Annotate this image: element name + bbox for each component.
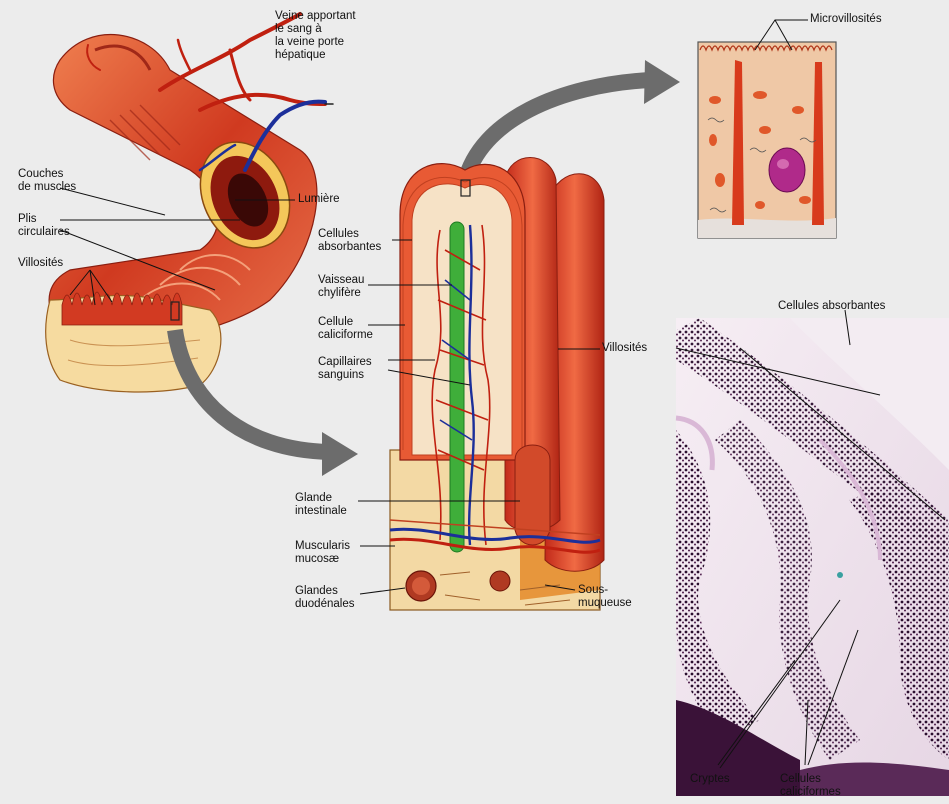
label-couches-muscles: Couches de muscles [18, 168, 76, 194]
cell-detail [698, 42, 836, 238]
arrow-to-cell [465, 60, 680, 182]
villus-section [390, 158, 604, 611]
label-cellules-absorbantes-right: Cellules absorbantes [778, 300, 885, 313]
label-cellules-caliciformes: Cellules caliciformes [780, 773, 841, 799]
label-plis-circulaires: Plis circulaires [18, 213, 70, 239]
label-glandes-duodenales: Glandes duodénales [295, 585, 354, 611]
label-cryptes: Cryptes [690, 773, 730, 786]
label-glande-intestinale: Glande intestinale [295, 492, 347, 518]
label-cellule-caliciforme: Cellule caliciforme [318, 316, 373, 342]
label-muscularis-mucosae: Muscularis mucosæ [295, 540, 350, 566]
label-capillaires-sanguins: Capillaires sanguins [318, 356, 372, 382]
label-villosites-mid: Villosités [602, 342, 647, 355]
label-veine: Veine apportant le sang à la veine porte… [275, 10, 356, 62]
label-villosites-left: Villosités [18, 257, 63, 270]
label-sous-muqueuse: Sous- muqueuse [578, 584, 632, 610]
histology-photo [676, 318, 949, 796]
label-vaisseau-chylifere: Vaisseau chylifère [318, 274, 364, 300]
label-microvillosites: Microvillosités [810, 13, 882, 26]
label-lumiere: Lumière [298, 193, 340, 206]
label-cellules-absorbantes-mid: Cellules absorbantes [318, 228, 381, 254]
